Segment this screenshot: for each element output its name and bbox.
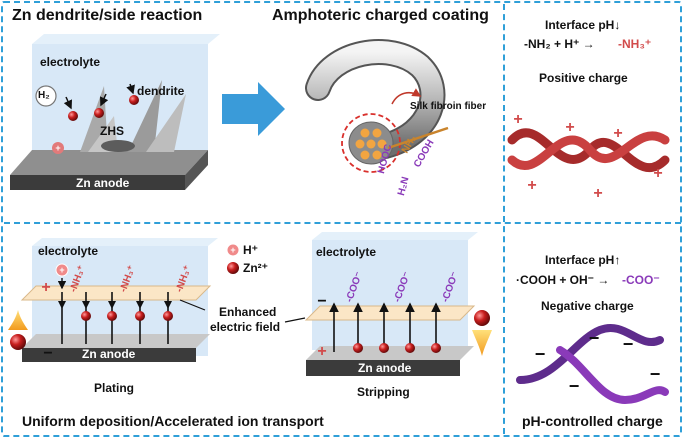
label-dendrite: dendrite <box>137 84 185 98</box>
label-zn-anode-plating: Zn anode <box>82 347 136 361</box>
label-negative-charge: Negative charge <box>541 299 634 313</box>
transition-arrow <box>222 82 285 136</box>
equation-protonation-right: -NH₃⁺ <box>618 37 652 51</box>
label-positive-charge: Positive charge <box>539 71 628 85</box>
svg-text:−: − <box>43 345 52 362</box>
svg-text:+: + <box>41 279 50 296</box>
footer-uniform-deposition: Uniform deposition/Accelerated ion trans… <box>22 413 324 429</box>
label-electric-field: electric field <box>210 320 281 334</box>
equation-deprotonation-left: ·COOH + OH⁻ → <box>516 273 610 287</box>
svg-text:+: + <box>527 177 536 194</box>
svg-text:+: + <box>230 245 235 255</box>
footer-ph-controlled: pH-controlled charge <box>522 413 663 429</box>
label-stripping: Stripping <box>357 385 410 399</box>
svg-text:+: + <box>565 119 574 136</box>
label-zhs: ZHS <box>100 124 124 138</box>
equation-protonation-left: -NH₂ + H⁺ → <box>524 37 595 51</box>
label-electrolyte-top: electrolyte <box>40 55 101 69</box>
label-electrolyte-plating: electrolyte <box>38 244 99 258</box>
positive-helix: + + + + + + <box>507 111 670 202</box>
svg-text:+: + <box>317 343 326 360</box>
svg-text:+: + <box>59 265 64 275</box>
svg-text:+: + <box>593 185 602 202</box>
stripping-cell: − + <box>304 232 492 376</box>
horizontal-divider <box>4 222 681 224</box>
svg-text:−: − <box>623 334 634 354</box>
plating-cell: + + − <box>8 238 218 362</box>
vertical-divider <box>503 4 505 434</box>
label-enhanced: Enhanced <box>219 305 277 319</box>
label-interface-ph-high: Interface pH↑ <box>545 253 621 267</box>
svg-text:+: + <box>653 165 662 182</box>
svg-text:−: − <box>535 344 546 364</box>
label-zn-anode-stripping: Zn anode <box>358 361 412 375</box>
svg-text:−: − <box>569 376 580 396</box>
svg-text:−: − <box>317 293 326 310</box>
label-electrolyte-stripping: electrolyte <box>316 245 377 259</box>
label-h2: H₂ <box>38 90 50 101</box>
negative-strands: − − − − − <box>516 324 669 405</box>
title-coating: Amphoteric charged coating <box>272 7 489 24</box>
label-zn-anode-top: Zn anode <box>76 176 130 190</box>
silk-fiber-graphic <box>305 39 449 173</box>
label-interface-ph-low: Interface pH↓ <box>545 18 621 32</box>
svg-text:+: + <box>613 125 622 142</box>
dendrite-cell: + <box>10 34 220 190</box>
equation-deprotonation-right: -COO⁻ <box>622 273 660 287</box>
title-dendrite: Zn dendrite/side reaction <box>12 7 203 24</box>
label-plating: Plating <box>94 381 135 395</box>
legend-zn2-plus: Zn²⁺ <box>243 261 268 275</box>
svg-text:+: + <box>55 143 60 153</box>
label-silk-fiber: Silk fibroin fiber <box>410 101 487 112</box>
legend-h-plus: H⁺ <box>243 243 258 257</box>
svg-text:−: − <box>589 328 600 348</box>
svg-text:−: − <box>650 364 661 384</box>
svg-text:+: + <box>513 111 522 128</box>
